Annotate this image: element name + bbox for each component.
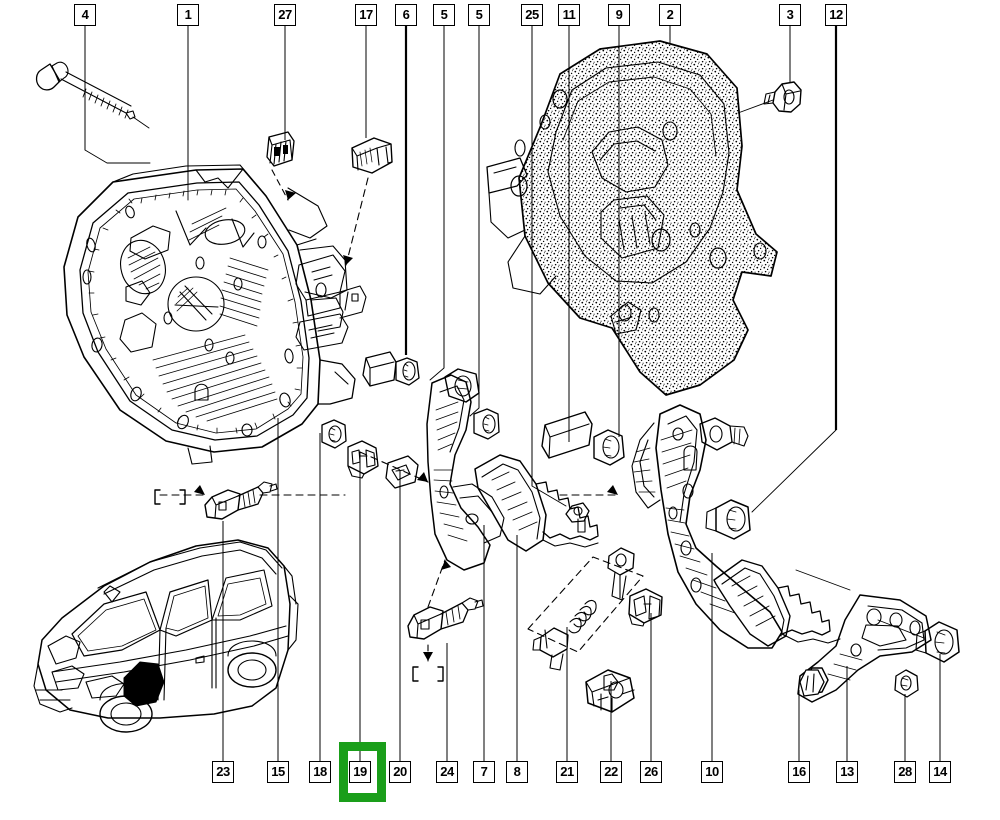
callout-12-top[interactable]: 12: [825, 4, 847, 26]
part-small-clip: [266, 131, 295, 167]
callout-25-top[interactable]: 25: [521, 4, 543, 26]
callout-24-bottom[interactable]: 24: [436, 761, 458, 783]
part-spring-clip-26: [628, 588, 663, 627]
part-nut-large: [915, 621, 960, 663]
part-rubber-stop-block: [351, 137, 393, 174]
callout-1-top[interactable]: 1: [177, 4, 199, 26]
part-cable-clip-22: [585, 669, 635, 713]
callout-19-bottom[interactable]: 19: [349, 761, 371, 783]
callout-17-top[interactable]: 17: [355, 4, 377, 26]
part-nut-small: [894, 669, 919, 698]
callout-28-bottom[interactable]: 28: [894, 761, 916, 783]
part-long-bolt: [35, 61, 150, 129]
callout-11-top[interactable]: 11: [558, 4, 580, 26]
callout-16-bottom[interactable]: 16: [788, 761, 810, 783]
callout-27-top[interactable]: 27: [274, 4, 296, 26]
part-spring-pin-kit: [527, 547, 644, 671]
part-mounting-bracket: [797, 594, 932, 703]
part-clutch-pedal: [426, 368, 505, 571]
part-bushing-5a: [395, 357, 420, 386]
part-clutch-switch-15: [204, 481, 278, 520]
callout-5-top[interactable]: 5: [468, 4, 490, 26]
part-vehicle-illustration: [33, 539, 299, 733]
callout-8-bottom[interactable]: 8: [506, 761, 528, 783]
part-brake-light-switch-24: [407, 597, 484, 640]
part-retaining-clip-25: [565, 502, 590, 533]
callout-3-top[interactable]: 3: [779, 4, 801, 26]
callout-14-bottom[interactable]: 14: [929, 761, 951, 783]
part-retainer-plate-20: [385, 455, 419, 489]
callout-4-top[interactable]: 4: [74, 4, 96, 26]
callout-9-top[interactable]: 9: [608, 4, 630, 26]
part-flange-nut: [763, 81, 802, 113]
callout-10-bottom[interactable]: 10: [701, 761, 723, 783]
callout-5-top[interactable]: 5: [433, 4, 455, 26]
callout-21-bottom[interactable]: 21: [556, 761, 578, 783]
callout-23-bottom[interactable]: 23: [212, 761, 234, 783]
part-pedal-pivot-bolt-12: [705, 499, 751, 540]
part-insulation-panel: [486, 40, 778, 396]
callout-20-bottom[interactable]: 20: [389, 761, 411, 783]
callout-2-top[interactable]: 2: [659, 4, 681, 26]
part-brake-pedal: [631, 404, 841, 649]
part-bracket-end-cap: [799, 669, 825, 697]
part-pivot-shaft: [541, 411, 593, 459]
callout-18-bottom[interactable]: 18: [309, 761, 331, 783]
callout-15-bottom[interactable]: 15: [267, 761, 289, 783]
part-bushing-large-9: [593, 429, 625, 466]
part-pedal-rubber-pad: [474, 454, 599, 552]
part-spacer-sleeve-6: [362, 351, 397, 387]
callout-6-top[interactable]: 6: [395, 4, 417, 26]
part-bushing-small-18: [321, 419, 347, 449]
callout-22-bottom[interactable]: 22: [600, 761, 622, 783]
part-bracket-tab-assembly: [295, 254, 367, 351]
part-bushing-5b: [473, 408, 500, 440]
part-pedal-bracket-housing: [63, 164, 356, 465]
callout-26-bottom[interactable]: 26: [640, 761, 662, 783]
callout-7-bottom[interactable]: 7: [473, 761, 495, 783]
callout-13-bottom[interactable]: 13: [836, 761, 858, 783]
highlight-box-19: [339, 742, 386, 802]
part-clip-bracket-19: [347, 440, 379, 479]
